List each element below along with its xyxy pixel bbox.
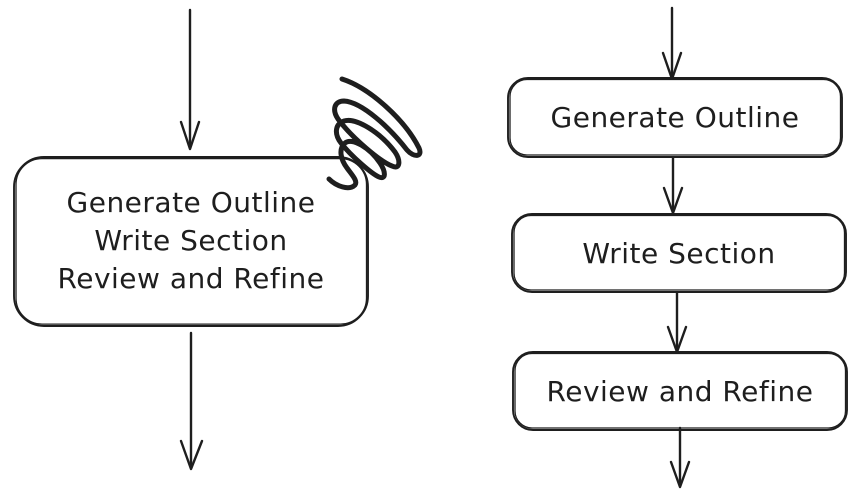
right-exit-arrow-icon <box>669 426 691 489</box>
node-label: Write Section <box>582 237 775 270</box>
right-node-generate-outline: Generate Outline <box>507 77 843 158</box>
left-combined-node: Generate Outline Write Section Review an… <box>13 156 369 327</box>
right-arrow-2-icon <box>666 291 688 354</box>
node-outline-sketch <box>513 214 846 291</box>
right-node-write-section: Write Section <box>511 213 847 293</box>
left-entry-arrow-icon <box>179 8 201 151</box>
node-label-line3: Review and Refine <box>58 262 325 295</box>
arrow-head <box>179 439 204 471</box>
node-label: Review and Refine <box>547 375 814 408</box>
right-arrow-1-icon <box>662 156 684 215</box>
right-entry-arrow-icon <box>661 6 683 81</box>
arrow-head <box>662 186 684 215</box>
node-outline-sketch <box>15 157 368 325</box>
node-outline <box>511 213 847 293</box>
arrow-head <box>179 120 201 151</box>
node-outline <box>507 77 843 158</box>
arrow-head <box>669 460 691 489</box>
node-label-line1: Generate Outline <box>67 186 316 219</box>
scribble-annotation <box>326 76 423 191</box>
node-label: Generate Outline <box>551 101 800 134</box>
node-outline-sketch <box>509 78 842 156</box>
node-label-line2: Write Section <box>94 224 287 257</box>
right-flow: Generate Outline Write Section <box>507 6 848 489</box>
left-exit-arrow-icon <box>179 331 204 471</box>
node-outline <box>13 156 369 327</box>
left-flow: Generate Outline Write Section Review an… <box>13 8 423 471</box>
right-node-review-and-refine: Review and Refine <box>512 351 848 431</box>
